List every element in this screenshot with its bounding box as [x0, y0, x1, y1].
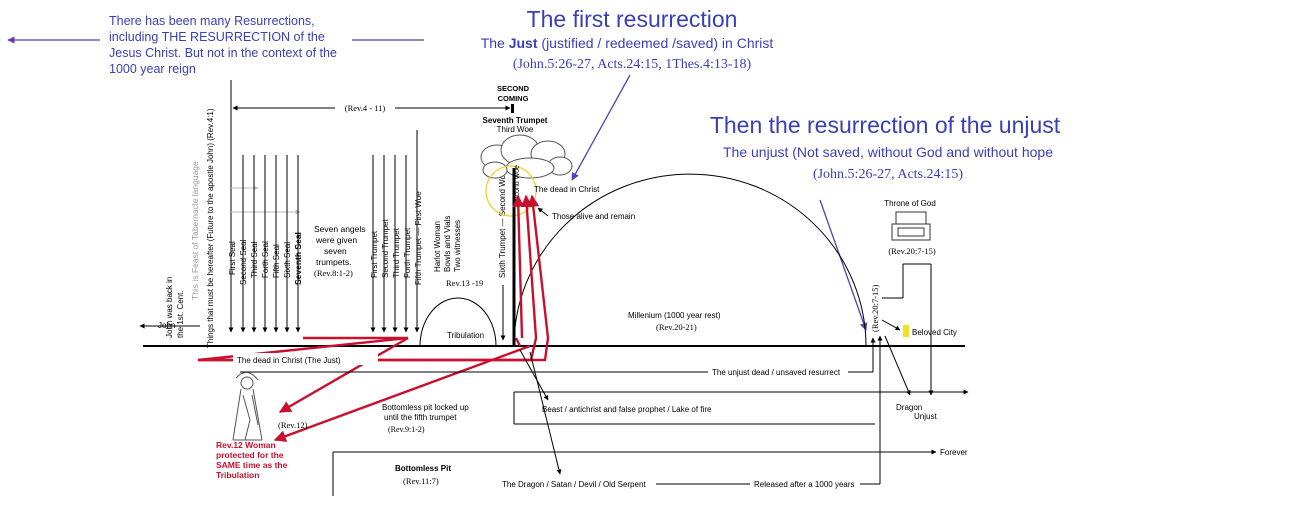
beloved-city-marker: [903, 325, 909, 337]
alive-remain-arrow: [537, 207, 549, 217]
throne-rev-label: (Rev.20:7-15): [888, 246, 936, 256]
first-resurrection-pointer: [571, 74, 631, 181]
seventh-trumpet-label: Seventh Trumpet: [483, 116, 548, 125]
dragon-arrow: [884, 335, 911, 396]
rapture-circle: [485, 165, 537, 217]
unjust-resurrection-refs: (John.5:26-27, Acts.24:15): [813, 167, 963, 182]
second-woe-label: Second Woe: [514, 165, 521, 205]
millenium-arch: [513, 173, 867, 347]
unjust-label: Unjust: [914, 412, 937, 421]
tribulation-arch: [419, 297, 497, 347]
alive-remain-label: Those alive and remain: [552, 212, 635, 221]
dragon-label: Dragon: [896, 403, 922, 412]
dead-just-bg: [233, 353, 378, 365]
throne-icon: [891, 211, 931, 241]
unjust-resurrection-pointer: [819, 199, 868, 331]
unjust-resurrection-title: Then the resurrection of the unjust: [710, 112, 1061, 138]
harlot-1: Harlot Woman: [433, 221, 442, 272]
cloud-icon: [480, 134, 573, 179]
sixth-trumpet-label: Sixth Trumpet — Second Woe: [498, 170, 507, 278]
rev20-21-label: (Rev.20-21): [656, 322, 697, 332]
third-woe-label: Third Woe: [497, 125, 534, 134]
seal-2: Second Seal: [239, 239, 248, 285]
dead-in-christ-label: The dead in Christ: [534, 185, 600, 194]
tribulation-label: Tribulation: [447, 331, 484, 340]
svg-text:Jesus Christ. But not in the c: Jesus Christ. But not in the context of …: [109, 46, 337, 60]
seal-4: Forth Seal: [261, 241, 270, 278]
seal-7: Seventh Seal: [293, 232, 303, 285]
seal-5: Fifth Seal: [272, 244, 281, 278]
rev13-19-label: Rev.13 -19: [446, 278, 483, 288]
beast-arrow: [519, 349, 549, 401]
bottomless-pit-label: Bottomless Pit: [395, 464, 451, 473]
dragon-satan-arrow: [529, 351, 562, 475]
millenium-label: Millenium (1000 year rest): [628, 311, 721, 320]
note-line-1: There has been many Resurrections,: [109, 14, 315, 28]
rev11-7-label: (Rev.11:7): [403, 476, 439, 486]
note-line-4: 1000 year reign: [109, 62, 196, 76]
first-resurrection-title: The first resurrection: [527, 6, 738, 32]
harlot-3: Two witnesses: [453, 220, 462, 272]
john-back-line-1: John was back in: [165, 277, 174, 338]
rev4-11-bg: [335, 101, 395, 113]
things-hereafter-label: Things that must be hereafter (Future to…: [206, 108, 215, 348]
note-line-3: Jesus Christ. But not in the context of …: [109, 46, 337, 60]
bottomless-locked-text: Bottomless pit locked up until the fifth…: [382, 403, 471, 434]
svg-text:There has been many Resurrecti: There has been many Resurrections,: [109, 14, 315, 28]
dead-in-christ-just-label: The dead in Christ (The Just): [237, 356, 341, 365]
svg-text:1000 year reign: 1000 year reign: [109, 62, 196, 76]
beloved-arrow-down: [881, 319, 901, 331]
note-line-2: including THE RESURRECTION of the: [109, 30, 325, 44]
throne-label: Throne of God: [884, 199, 936, 208]
second-coming-marker: [511, 104, 514, 113]
trumpet-3: Third Trumpet: [392, 227, 401, 278]
trumpet-2: Second Trumpet: [381, 219, 390, 278]
svg-text:including THE RESURRECTION of: including THE RESURRECTION of the: [109, 30, 325, 44]
trumpet-4: Forth Trumpet: [403, 227, 412, 278]
rev20-7-15-rotated: (Rev.20:7-15): [870, 284, 880, 332]
beast-label: Beast / antichrist and false prophet / L…: [542, 405, 712, 414]
dragon-satan-label: The Dragon / Satan / Devil / Old Serpent: [502, 480, 646, 489]
second-coming-1: SECOND: [497, 84, 530, 93]
feast-tabernacle-label: This is Feast of Tabernacle language: [190, 161, 200, 300]
first-resurrection-subtitle: The Just (justified / redeemed /saved) i…: [481, 35, 774, 51]
seal-1: First Seal: [228, 241, 237, 275]
john-back-line-2: the 1st. Cent.: [176, 290, 185, 338]
rev12-woman-text: Rev.12 Woman protected for the SAME time…: [216, 440, 290, 480]
seal-lines: [240, 155, 301, 333]
rev4-11-label: (Rev.4 - 11): [345, 103, 386, 113]
beloved-city-label: Beloved City: [912, 328, 957, 337]
trumpet-5: Fifth Trumpet — First Woe: [414, 191, 423, 285]
released-label: Released after a 1000 years: [754, 480, 855, 489]
unjust-dead-label: The unjust dead / unsaved resurrect: [712, 368, 841, 377]
seal-3: Third Seal: [250, 241, 259, 278]
john-label: John: [158, 321, 175, 330]
second-coming-2: COMING: [498, 94, 529, 103]
woman-figure-icon: [232, 372, 263, 441]
trumpet-1: First Trumpet: [370, 230, 379, 278]
trumpet-lines: [370, 130, 420, 333]
first-resurrection-refs: (John.5:26-27, Acts.24:15, 1Thes.4:13-18…: [513, 57, 752, 72]
seven-angels-text: Seven angels were given seven trumpets. …: [314, 224, 368, 278]
unjust-dead-bg: [708, 366, 848, 378]
seal-6: Sixth Seal: [283, 242, 292, 278]
forever-label: Forever: [940, 448, 968, 457]
unjust-resurrection-subtitle: The unjust (Not saved, without God and w…: [723, 144, 1053, 160]
harlot-2: Bowls and Vials: [443, 216, 452, 272]
rev12-label: (Rev.12): [278, 420, 308, 430]
